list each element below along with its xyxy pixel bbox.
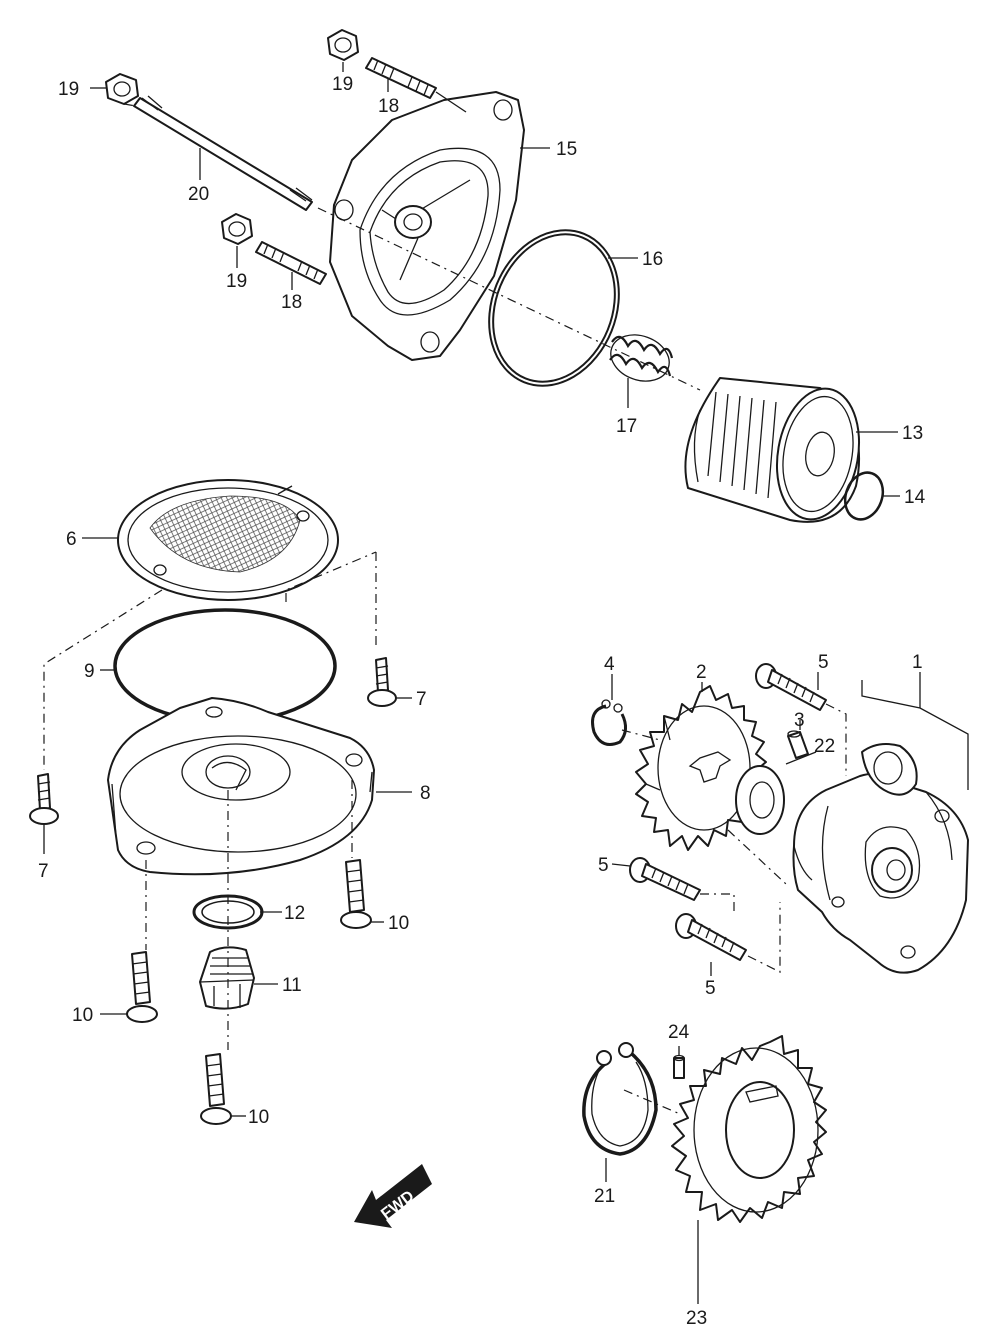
screw-5-middle [629,857,701,901]
nut-19-top [327,29,359,61]
oil-pump-body-1 [792,743,969,974]
dowel-pin-3 [787,730,809,759]
callout-18: 18 [378,96,399,117]
callout-7: 7 [38,861,49,882]
callout-21: 21 [594,1186,615,1207]
callout-15: 15 [556,139,577,160]
callout-19: 19 [332,74,353,95]
nut-19-lower [221,213,253,245]
callout-6: 6 [66,529,77,550]
oil-strainer-6 [117,479,339,601]
callout-14: 14 [904,487,926,508]
fwd-arrow: FWD [354,1164,432,1228]
bolt-10-right [340,859,372,929]
screw-5-top [755,663,827,711]
callout-17: 17 [616,416,637,437]
nut-19-left [105,73,139,105]
callout-19: 19 [58,79,79,100]
drain-plug-11 [199,946,255,1010]
leader-lines [43,62,969,1304]
long-stud-20 [133,95,313,211]
large-gear-23 [671,1035,827,1223]
callout-7: 7 [416,689,427,710]
callout-8: 8 [420,783,431,804]
bolt-10-left [126,951,158,1023]
screw-5-bottom [675,913,747,961]
bolt-7-right [367,657,397,707]
callout-10: 10 [248,1107,269,1128]
filter-cover-15 [329,91,525,361]
callout-13: 13 [902,423,923,444]
callout-numbers: 19 19 18 15 20 19 18 16 17 13 14 6 9 7 7… [38,74,926,1326]
oil-filter-13 [684,377,861,523]
short-stud-18-top [365,57,437,99]
callout-16: 16 [642,249,663,270]
callout-10: 10 [388,913,409,934]
callout-5: 5 [818,652,829,673]
o-ring-14 [843,471,885,521]
bolt-7-left [29,773,59,825]
cover-8 [107,697,375,876]
callout-4: 4 [604,654,615,675]
callout-5: 5 [705,978,716,999]
circlip-21 [582,1042,658,1156]
callout-5: 5 [598,855,609,876]
callout-24: 24 [668,1022,690,1043]
bolt-10-bottom [200,1053,232,1125]
callout-10: 10 [72,1005,93,1026]
callout-3: 3 [794,710,805,731]
callout-19: 19 [226,271,247,292]
callout-23: 23 [686,1308,707,1326]
circlip-4 [591,699,627,746]
short-stud-18-lower [255,241,327,285]
o-ring-16 [488,229,620,387]
pin-24 [673,1054,685,1079]
callout-18: 18 [281,292,302,313]
callout-9: 9 [84,661,95,682]
spring-17 [609,334,674,382]
pump-gear-2 [635,685,767,851]
callout-12: 12 [284,903,305,924]
callout-22: 22 [814,736,835,757]
washer-22 [735,765,785,835]
callout-11: 11 [282,975,302,996]
callout-1: 1 [912,652,923,673]
callout-2: 2 [696,662,707,683]
callout-20: 20 [188,184,209,205]
